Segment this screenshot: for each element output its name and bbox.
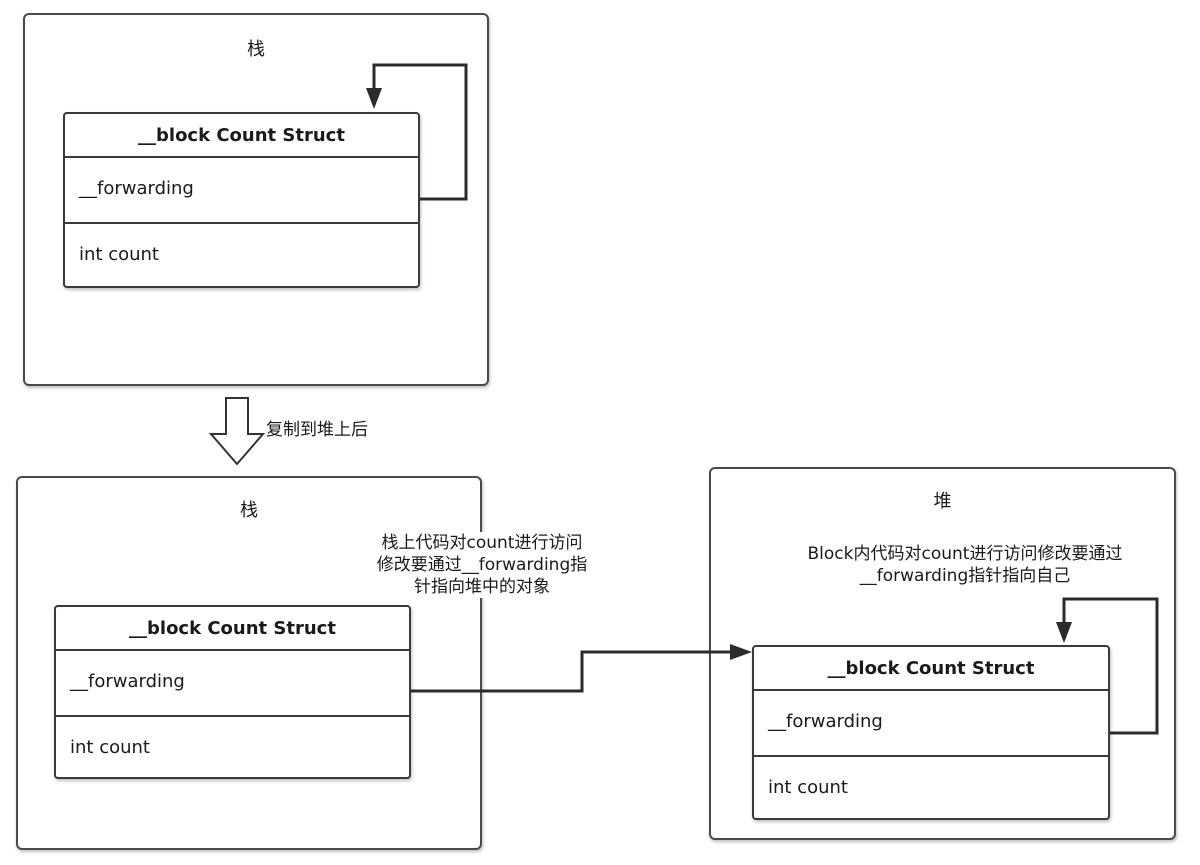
heap-frame-title: 堆 bbox=[933, 491, 952, 512]
block-struct-stack-bottom: __block Count Struct __forwarding int co… bbox=[54, 605, 411, 779]
stack-frame-bottom-title: 栈 bbox=[240, 500, 258, 521]
forwarding-field: __forwarding bbox=[754, 691, 1108, 757]
struct-header: __block Count Struct bbox=[56, 607, 409, 651]
forwarding-field: __forwarding bbox=[56, 651, 409, 717]
copy-arrow-label: 复制到堆上后 bbox=[266, 420, 368, 440]
count-field: int count bbox=[79, 244, 159, 265]
struct-header: __block Count Struct bbox=[65, 114, 418, 158]
stack-access-note: 栈上代码对count进行访问 修改要通过__forwarding指 针指向堆中的… bbox=[352, 532, 612, 598]
heap-access-note: Block内代码对count进行访问修改要通过 __forwarding指针指向… bbox=[807, 544, 1123, 586]
stack-frame-top-title: 栈 bbox=[247, 39, 265, 60]
forwarding-field: __forwarding bbox=[65, 158, 418, 224]
block-struct-heap: __block Count Struct __forwarding int co… bbox=[752, 645, 1110, 820]
block-struct-stack-top: __block Count Struct __forwarding int co… bbox=[63, 112, 420, 288]
struct-header: __block Count Struct bbox=[754, 647, 1108, 691]
copy-down-arrow-icon bbox=[208, 397, 266, 466]
count-field: int count bbox=[70, 737, 150, 758]
count-field: int count bbox=[768, 777, 848, 798]
